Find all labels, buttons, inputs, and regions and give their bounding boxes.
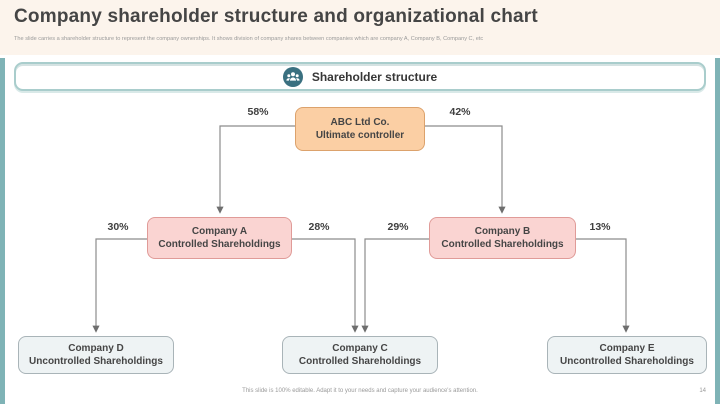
banner-label: Shareholder structure (311, 69, 438, 84)
node-role: Uncontrolled Shareholdings (29, 356, 163, 367)
node-name: ABC Ltd Co. (330, 117, 390, 128)
node-role: Uncontrolled Shareholdings (560, 356, 694, 367)
node-company-b: Company B Controlled Shareholdings (429, 217, 576, 259)
right-accent-bar (715, 58, 720, 404)
header-band (0, 0, 720, 55)
node-role: Ultimate controller (315, 130, 405, 141)
node-name: Company E (599, 343, 655, 354)
page-title: Company shareholder structure and organi… (14, 6, 538, 27)
node-role: Controlled Shareholdings (441, 239, 564, 250)
node-role: Controlled Shareholdings (158, 239, 281, 250)
slide-subtitle: The slide carries a shareholder structur… (14, 36, 484, 42)
node-company-e: Company E Uncontrolled Shareholdings (547, 336, 707, 374)
page-number: 14 (699, 388, 706, 394)
share-label-abc-to-a: 58% (247, 106, 269, 118)
node-name: Company B (474, 226, 531, 237)
node-company-d: Company D Uncontrolled Shareholdings (18, 336, 174, 374)
node-abc-ltd: ABC Ltd Co. Ultimate controller (295, 107, 425, 151)
node-name: Company D (68, 343, 124, 354)
node-company-a: Company A Controlled Shareholdings (147, 217, 292, 259)
share-label-a-to-c: 28% (308, 221, 330, 233)
node-company-c: Company C Controlled Shareholdings (282, 336, 438, 374)
footer-note: This slide is 100% editable. Adapt it to… (242, 388, 478, 394)
shareholder-structure-banner: Shareholder structure (14, 62, 706, 91)
share-label-abc-to-b: 42% (449, 106, 471, 118)
left-accent-bar (0, 58, 5, 404)
people-icon (282, 66, 303, 87)
node-name: Company A (191, 226, 248, 237)
share-label-a-to-d: 30% (107, 221, 129, 233)
node-name: Company C (332, 343, 388, 354)
node-role: Controlled Shareholdings (298, 356, 422, 367)
share-label-b-to-c: 29% (387, 221, 409, 233)
share-label-b-to-e: 13% (589, 221, 611, 233)
